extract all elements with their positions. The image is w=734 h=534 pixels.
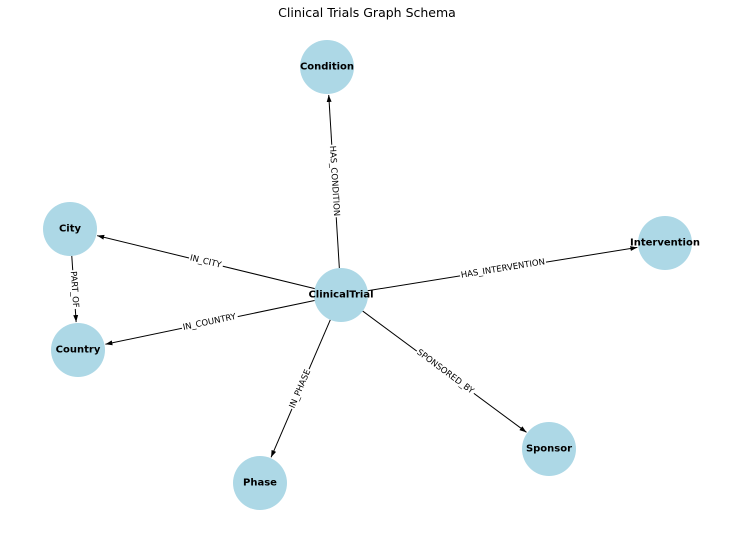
edge-label-bg (459, 257, 547, 281)
node-country: Country (51, 323, 105, 377)
edge-label-bg (181, 311, 239, 334)
edge-label-bg (326, 144, 342, 218)
edge-label-in-city: IN_CITY (189, 253, 223, 270)
diagram-title: Clinical Trials Graph Schema (278, 5, 456, 20)
node-circle-clinical-trial (314, 268, 368, 322)
node-label-clinical-trial: ClinicalTrial (308, 290, 373, 301)
node-intervention: Intervention (630, 216, 700, 270)
node-circle-sponsor (522, 422, 576, 476)
node-sponsor: Sponsor (522, 422, 576, 476)
edge-label-group-sponsored-by: SPONSORED_BY (413, 347, 477, 398)
node-circle-country (51, 323, 105, 377)
node-label-city: City (59, 224, 82, 235)
edge-label-group-part-of: PART_OF (67, 269, 81, 310)
edge-label-in-country: IN_COUNTRY (182, 312, 238, 333)
node-clinical-trial: ClinicalTrial (308, 268, 374, 322)
edge-label-group-has-condition: HAS_CONDITION (326, 144, 342, 218)
node-circle-intervention (638, 216, 692, 270)
node-condition: Condition (300, 40, 354, 94)
node-circle-condition (300, 40, 354, 94)
edge-label-part-of: PART_OF (68, 271, 80, 308)
node-label-sponsor: Sponsor (526, 444, 572, 455)
edge-label-bg (413, 347, 477, 398)
node-label-phase: Phase (243, 478, 277, 489)
node-label-condition: Condition (300, 62, 354, 73)
edge-label-has-condition: HAS_CONDITION (327, 145, 341, 216)
node-phase: Phase (233, 456, 287, 510)
node-circle-city (43, 202, 97, 256)
node-city: City (43, 202, 97, 256)
edge-labels-layer: HAS_CONDITION IN_CITY IN_COUNTRY HAS_INTERV… (67, 144, 547, 411)
edge-label-group-has-intervention: HAS_INTERVENTION (459, 257, 547, 281)
edge-label-bg (187, 253, 224, 272)
node-circle-phase (233, 456, 287, 510)
edge-label-bg (67, 269, 81, 310)
edge-label-group-in-country: IN_COUNTRY (181, 311, 239, 334)
edge-label-sponsored-by: SPONSORED_BY (415, 348, 476, 397)
node-label-intervention: Intervention (630, 238, 700, 249)
edge-label-bg (287, 367, 314, 411)
edge-label-in-phase: IN_PHASE (288, 368, 313, 410)
edge-label-group-in-phase: IN_PHASE (287, 367, 314, 411)
edge-label-has-intervention: HAS_INTERVENTION (460, 257, 546, 280)
edge-label-group-in-city: IN_CITY (187, 253, 224, 272)
node-label-country: Country (56, 345, 101, 356)
